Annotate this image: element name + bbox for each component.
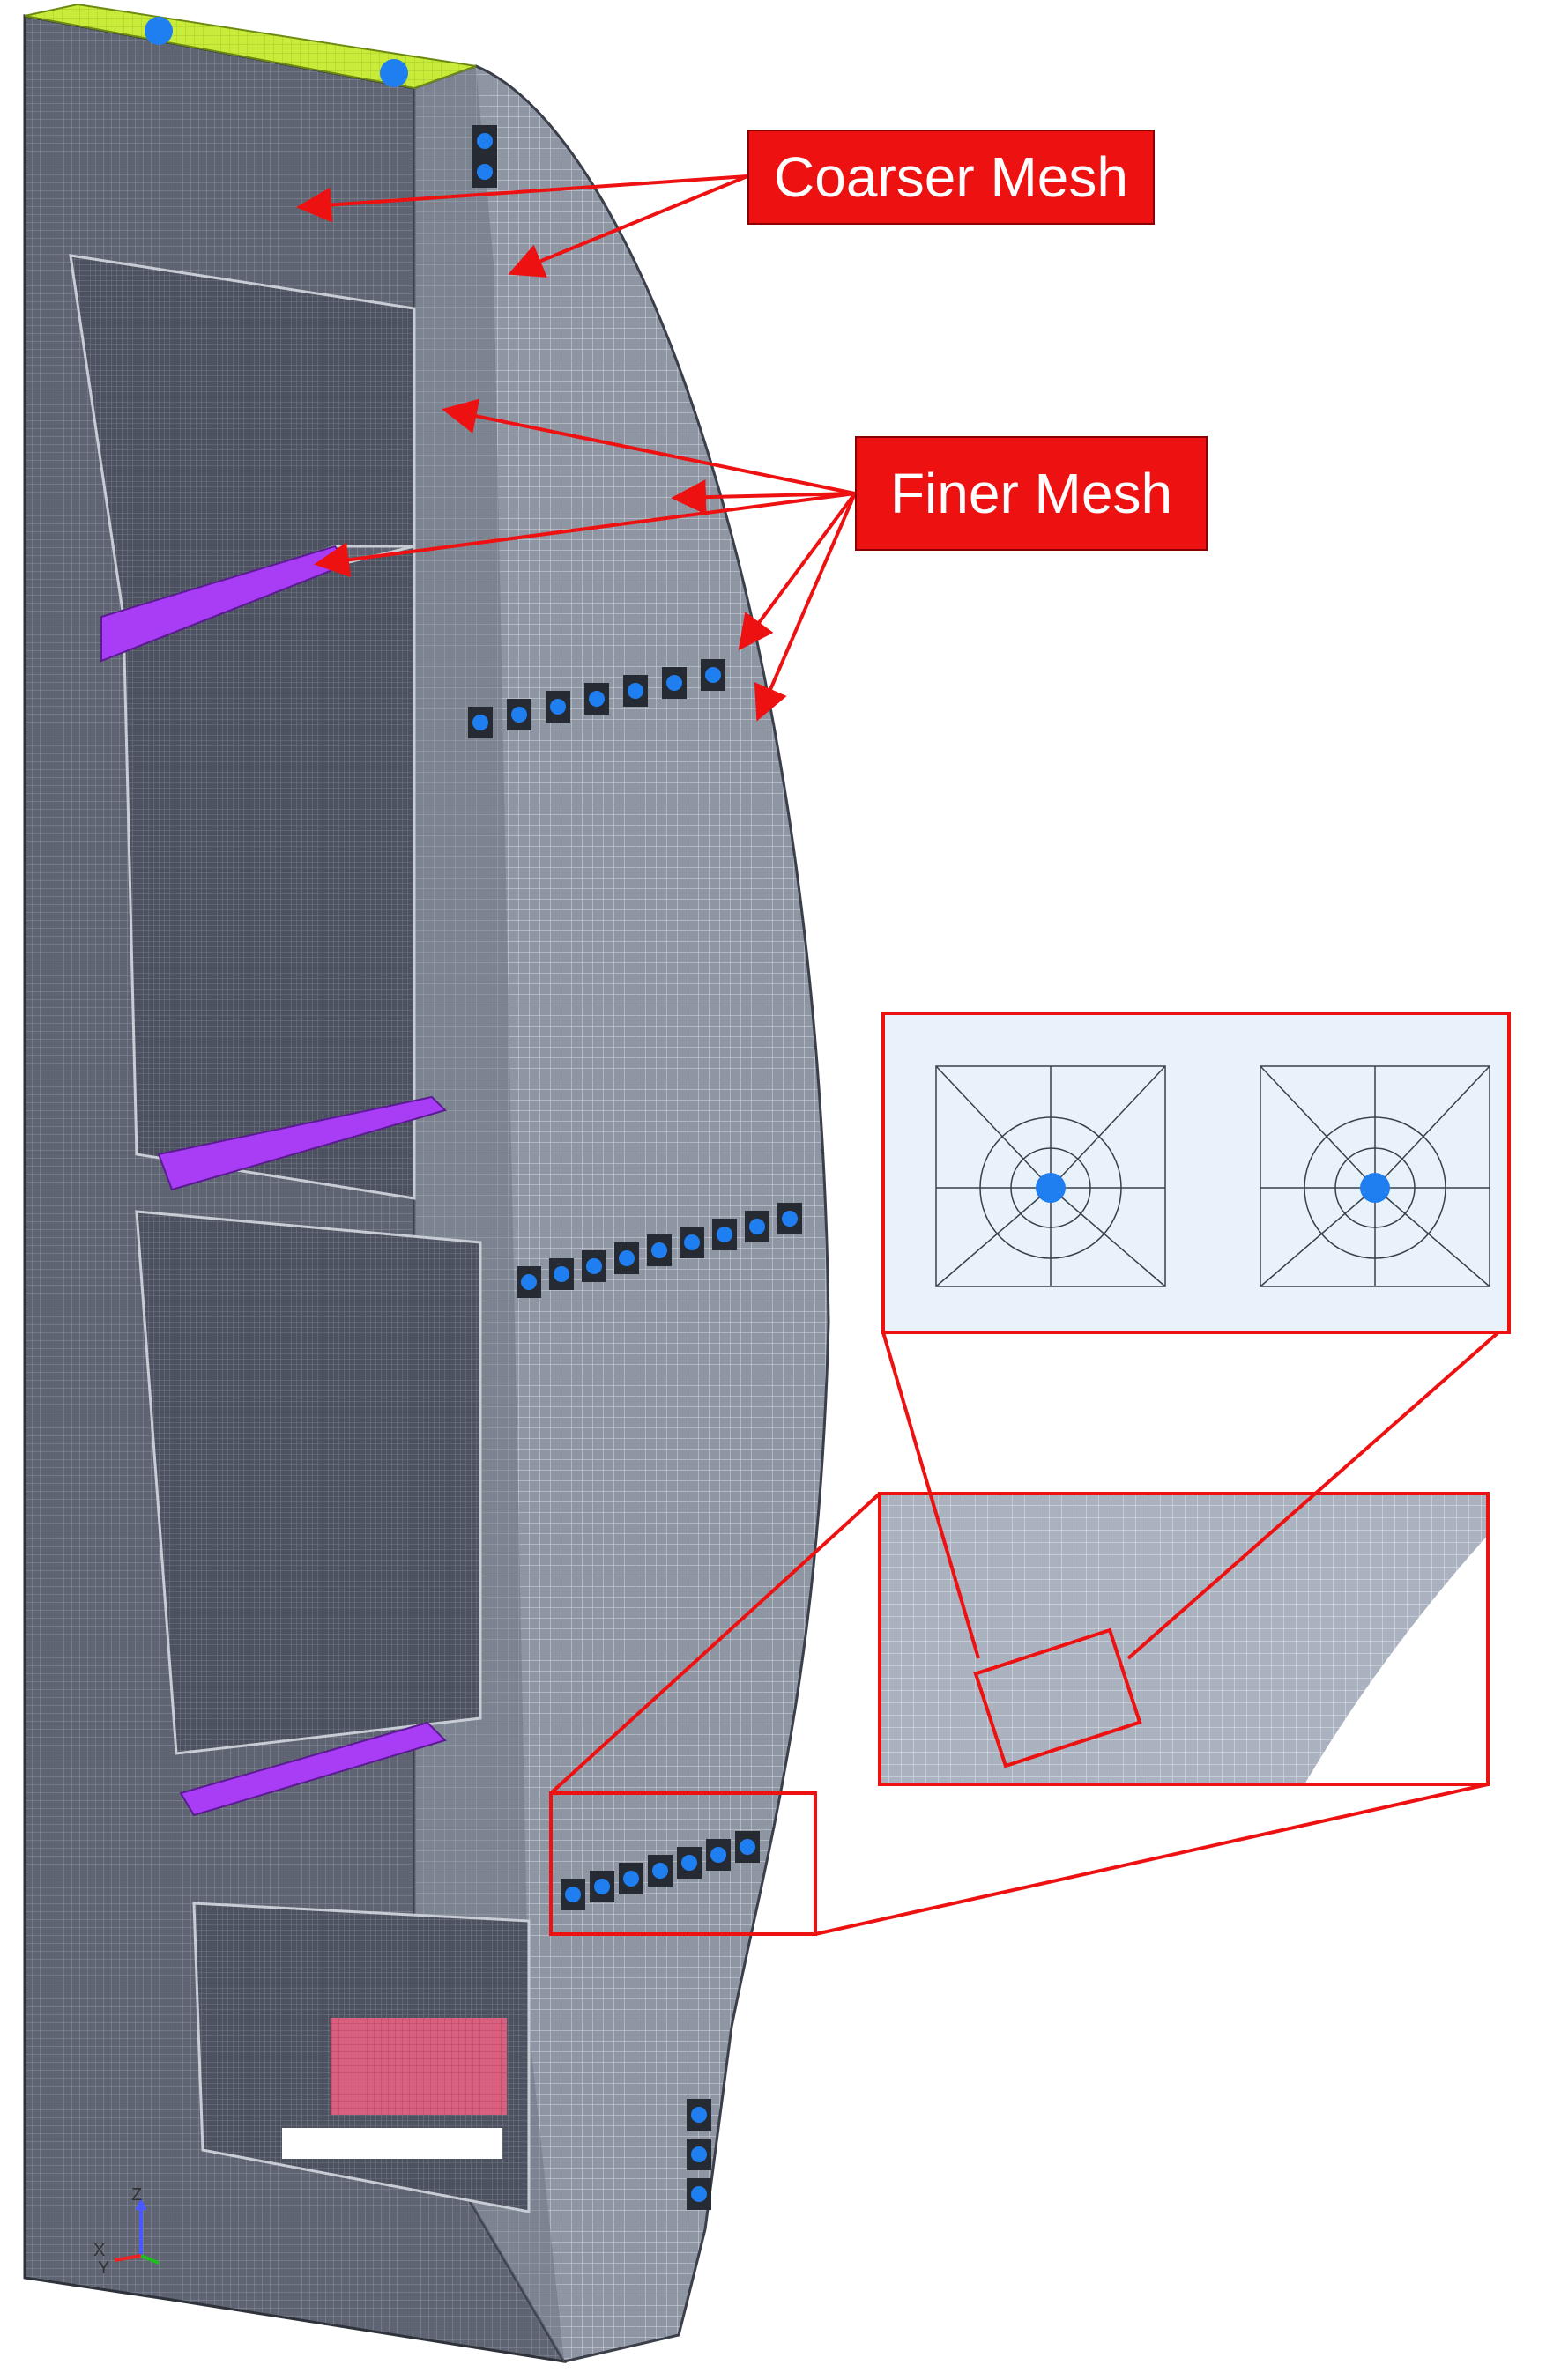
bolt-icon [710, 1847, 726, 1863]
axis-label-z: Z [131, 2185, 143, 2205]
zoom-connectors [549, 1331, 1500, 1936]
bolt-icon [628, 683, 643, 699]
bolt-icon [550, 699, 566, 715]
bolt-icon [782, 1211, 798, 1227]
bolt-icon [565, 1887, 581, 1902]
bolt-icon [472, 715, 488, 730]
bolt-icon [705, 667, 721, 683]
bolt-icon [717, 1227, 732, 1242]
callout-arrows [296, 174, 857, 722]
bolt-icon [477, 164, 493, 180]
bolt-icon [651, 1242, 667, 1258]
mesh-bays [69, 254, 531, 2213]
bolt-icon [666, 675, 682, 691]
bolt-icon [477, 133, 493, 149]
bolt-icon [586, 1258, 602, 1274]
bolt-icon [521, 1274, 537, 1290]
callout-finer-mesh: Finer Mesh [855, 436, 1208, 551]
purple-shelves [100, 545, 447, 1817]
bolt-icon [589, 691, 605, 707]
axis-triad [114, 2198, 160, 2265]
zoom-detail-bottom [878, 1492, 1490, 1786]
bolt-icon [691, 2146, 707, 2162]
bolt-icon [681, 1855, 697, 1871]
bolt-icon [684, 1234, 700, 1250]
bolt-icon [619, 1250, 635, 1266]
bolt-icon [594, 1879, 610, 1894]
bolt-rows [468, 125, 802, 2210]
axis-label-x: X [93, 2241, 106, 2260]
axis-label-y: Y [98, 2258, 110, 2278]
bolt-icon [691, 2107, 707, 2123]
zoom-detail-top [881, 1012, 1511, 1334]
bolt-icon [740, 1839, 755, 1855]
bolt-icon [554, 1266, 569, 1282]
bolt-icon [623, 1871, 639, 1887]
callout-coarser-mesh: Coarser Mesh [747, 130, 1155, 225]
bolt-icon [511, 707, 527, 723]
bolt-icon [691, 2186, 707, 2202]
bolt-icon [652, 1863, 668, 1879]
bolt-icon [749, 1219, 765, 1234]
